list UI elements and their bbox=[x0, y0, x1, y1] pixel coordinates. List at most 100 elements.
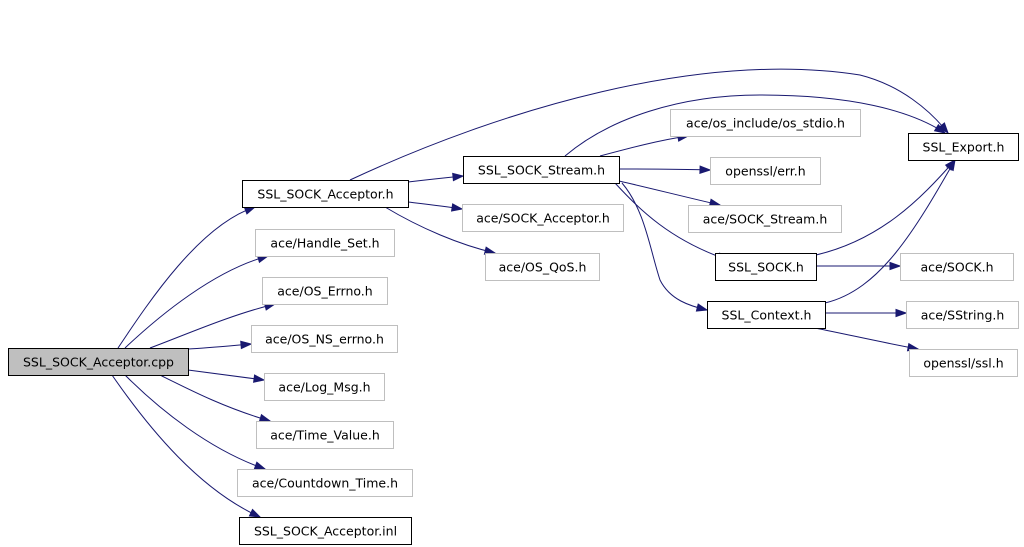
edge-SSL_SOCK_Acceptor_cpp-to-ace_OS_NS_errno_h bbox=[187, 340, 253, 350]
arrow-head bbox=[889, 261, 902, 271]
node-box bbox=[485, 253, 600, 281]
node-label: ace/SOCK_Acceptor.h bbox=[476, 211, 610, 226]
node-box bbox=[462, 204, 624, 232]
edge-line bbox=[187, 369, 265, 381]
arrow-head bbox=[240, 340, 253, 350]
node-box bbox=[242, 180, 409, 208]
arrow-head bbox=[895, 308, 908, 318]
node-label: ace/OS_NS_errno.h bbox=[265, 332, 384, 347]
node-box bbox=[255, 229, 395, 257]
node-box bbox=[262, 277, 388, 305]
node-label: ace/Countdown_Time.h bbox=[252, 476, 398, 491]
node-box bbox=[688, 205, 842, 233]
node-box bbox=[715, 253, 817, 281]
node-label: SSL_SOCK.h bbox=[728, 260, 804, 275]
node-ace-sock-stream-h: ace/SOCK_Stream.h bbox=[688, 205, 842, 233]
node-ssl-sock-h[interactable]: SSL_SOCK.h bbox=[715, 253, 817, 281]
node-label: ace/SString.h bbox=[921, 308, 1005, 323]
edge-line bbox=[815, 159, 956, 256]
edge-line bbox=[149, 303, 276, 349]
edge-SSL_SOCK_h-to-ace_SOCK_h bbox=[816, 261, 902, 271]
node-ace-sstring-h: ace/SString.h bbox=[906, 301, 1019, 329]
node-label: SSL_Export.h bbox=[923, 140, 1005, 155]
node-box bbox=[256, 421, 394, 449]
arrow-head bbox=[452, 172, 465, 182]
edge-line bbox=[621, 182, 708, 311]
edge-line bbox=[814, 327, 919, 350]
edge-SSL_SOCK_Stream_h-to-ace_os_include_os_stdio_h bbox=[599, 133, 690, 157]
edge-SSL_SOCK_Stream_h-to-SSL_Context_h bbox=[621, 182, 709, 312]
edge-SSL_SOCK_Stream_h-to-openssl_err_h bbox=[618, 165, 712, 174]
node-box bbox=[463, 156, 620, 184]
node-ssl-sock-acceptor-cpp[interactable]: SSL_SOCK_Acceptor.cpp bbox=[8, 348, 189, 376]
node-label: openssl/ssl.h bbox=[923, 356, 1003, 371]
edge-line bbox=[111, 374, 261, 518]
node-label: SSL_SOCK_Acceptor.cpp bbox=[23, 355, 174, 370]
node-label: ace/OS_Errno.h bbox=[277, 284, 372, 299]
arrow-head bbox=[933, 123, 947, 134]
arrow-head bbox=[258, 413, 272, 423]
node-ace-time-value-h: ace/Time_Value.h bbox=[256, 421, 394, 449]
node-box bbox=[900, 253, 1014, 281]
node-ssl-export-h[interactable]: SSL_Export.h bbox=[908, 133, 1019, 161]
edge-line bbox=[824, 159, 956, 304]
edge-line bbox=[124, 255, 269, 349]
edge-line bbox=[159, 374, 271, 422]
node-box bbox=[908, 133, 1019, 161]
node-label: ace/Time_Value.h bbox=[270, 428, 380, 443]
node-ace-countdown-time-h: ace/Countdown_Time.h bbox=[237, 469, 413, 497]
node-ace-os-errno-h: ace/OS_Errno.h bbox=[262, 277, 388, 305]
arrow-head bbox=[253, 374, 266, 383]
node-ace-sock-acceptor-h: ace/SOCK_Acceptor.h bbox=[462, 204, 624, 232]
node-label: SSL_Context.h bbox=[722, 308, 812, 323]
arrow-head bbox=[248, 508, 262, 518]
node-label: SSL_SOCK_Acceptor.inl bbox=[254, 524, 397, 539]
node-label: ace/SOCK.h bbox=[920, 260, 993, 275]
edge-line bbox=[349, 68, 949, 181]
edge-line bbox=[117, 206, 256, 349]
node-label: SSL_SOCK_Acceptor.h bbox=[257, 187, 393, 202]
nodes-layer: SSL_SOCK_Acceptor.cpp SSL_SOCK_Acceptor.h… bbox=[8, 109, 1019, 545]
edge-SSL_SOCK_Stream_h-to-SSL_Export_h bbox=[564, 94, 947, 157]
node-ace-sock-h: ace/SOCK.h bbox=[900, 253, 1014, 281]
node-label: ace/Log_Msg.h bbox=[278, 380, 370, 395]
edge-line bbox=[384, 206, 496, 254]
node-ssl-sock-acceptor-inl[interactable]: SSL_SOCK_Acceptor.inl bbox=[239, 517, 412, 545]
edge-SSL_Context_h-to-SSL_Export_h bbox=[824, 158, 956, 304]
edge-SSL_SOCK_Acceptor_cpp-to-SSL_SOCK_Acceptor_h bbox=[117, 206, 257, 349]
node-ssl-sock-acceptor-h[interactable]: SSL_SOCK_Acceptor.h bbox=[242, 180, 409, 208]
edge-SSL_Context_h-to-ace_SString_h bbox=[825, 308, 908, 318]
node-box bbox=[909, 349, 1018, 377]
node-ace-handle-set-h: ace/Handle_Set.h bbox=[255, 229, 395, 257]
edge-SSL_SOCK_Acceptor_h-to-SSL_SOCK_Stream_h bbox=[407, 172, 465, 183]
arrow-head bbox=[946, 158, 956, 172]
node-ssl-sock-stream-h[interactable]: SSL_SOCK_Stream.h bbox=[463, 156, 620, 184]
node-ace-log-msg-h: ace/Log_Msg.h bbox=[264, 373, 385, 401]
edge-SSL_SOCK_Acceptor_cpp-to-ace_Handle_Set_h bbox=[124, 254, 270, 349]
node-ace-os-ns-errno-h: ace/OS_NS_errno.h bbox=[251, 325, 398, 353]
node-ssl-context-h[interactable]: SSL_Context.h bbox=[707, 301, 826, 329]
node-box bbox=[670, 109, 861, 137]
node-box bbox=[264, 373, 385, 401]
node-box bbox=[251, 325, 398, 353]
node-box bbox=[8, 348, 189, 376]
node-box bbox=[237, 469, 413, 497]
edge-SSL_SOCK_Acceptor_cpp-to-ace_Log_Msg_h bbox=[187, 369, 266, 383]
edge-line bbox=[599, 135, 689, 157]
node-label: ace/Handle_Set.h bbox=[270, 236, 379, 251]
node-openssl-err-h: openssl/err.h bbox=[710, 157, 821, 185]
arrow-head bbox=[450, 203, 464, 212]
node-label: ace/OS_QoS.h bbox=[499, 260, 587, 275]
edge-line bbox=[564, 94, 946, 157]
edge-line bbox=[618, 180, 721, 206]
edges-layer bbox=[111, 68, 956, 518]
edge-SSL_SOCK_Acceptor_h-to-ace_SOCK_Acceptor_h bbox=[407, 201, 464, 212]
edge-SSL_Context_h-to-openssl_ssl_h bbox=[814, 327, 920, 352]
edge-line bbox=[618, 168, 711, 171]
node-box bbox=[707, 301, 826, 329]
edge-line bbox=[614, 182, 729, 261]
node-label: SSL_SOCK_Stream.h bbox=[478, 163, 605, 178]
node-box bbox=[906, 301, 1019, 329]
node-label: openssl/err.h bbox=[725, 164, 805, 179]
node-openssl-ssl-h: openssl/ssl.h bbox=[909, 349, 1018, 377]
